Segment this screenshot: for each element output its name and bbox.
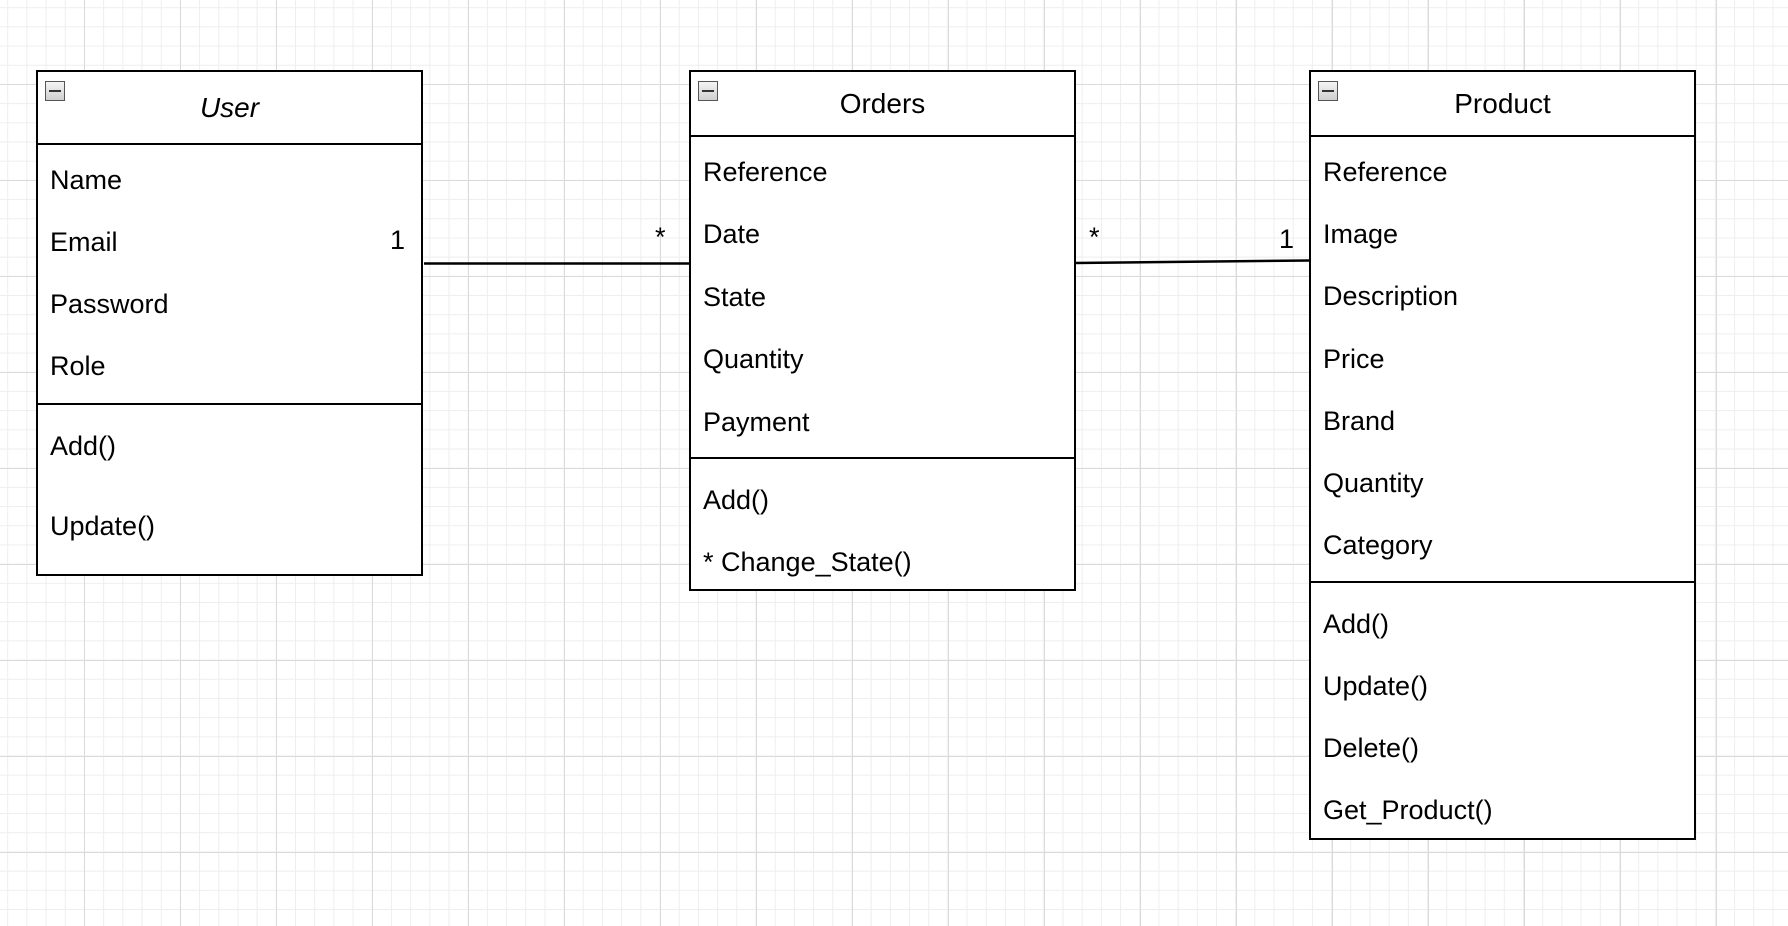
- operations-user: Add() Update(): [38, 405, 421, 557]
- attribute-role[interactable]: Role: [50, 350, 106, 381]
- association-orders-product[interactable]: [1074, 259, 1311, 265]
- attributes-user: Name Email Password Role: [38, 145, 421, 405]
- attribute-reference[interactable]: Reference: [1323, 156, 1448, 187]
- attribute-quantity[interactable]: Quantity: [703, 344, 804, 375]
- operation-add[interactable]: Add(): [1323, 608, 1390, 639]
- operation-change-state[interactable]: * Change_State(): [703, 546, 912, 577]
- class-user[interactable]: User Name Email Password Role Add() Upda…: [36, 70, 423, 576]
- attribute-category[interactable]: Category: [1323, 530, 1433, 561]
- class-header-product[interactable]: Product: [1311, 72, 1694, 137]
- attribute-name[interactable]: Name: [50, 164, 123, 195]
- multiplicity-product-end: 1: [1279, 224, 1295, 254]
- class-header-user[interactable]: User: [38, 72, 421, 145]
- multiplicity-orders-end-left: *: [655, 222, 666, 252]
- class-title-user: User: [199, 91, 260, 123]
- attribute-reference[interactable]: Reference: [703, 156, 828, 187]
- class-product[interactable]: Product Reference Image Description Pric…: [1309, 70, 1696, 840]
- class-orders[interactable]: Orders Reference Date State Quantity Pay…: [689, 70, 1076, 591]
- attribute-password[interactable]: Password: [50, 288, 169, 319]
- operation-delete[interactable]: Delete(): [1323, 732, 1420, 763]
- attribute-description[interactable]: Description: [1323, 281, 1459, 312]
- operations-orders: Add() * Change_State(): [691, 459, 1074, 593]
- operation-get-product[interactable]: Get_Product(): [1323, 794, 1493, 825]
- class-header-orders[interactable]: Orders: [691, 72, 1074, 137]
- operation-add[interactable]: Add(): [50, 430, 117, 461]
- attribute-price[interactable]: Price: [1323, 343, 1385, 374]
- multiplicity-orders-end-right: *: [1089, 222, 1100, 252]
- class-title-orders: Orders: [839, 87, 926, 119]
- attribute-state[interactable]: State: [703, 281, 767, 312]
- operation-add[interactable]: Add(): [703, 484, 770, 515]
- attribute-payment[interactable]: Payment: [703, 406, 810, 437]
- attribute-email[interactable]: Email: [50, 226, 118, 257]
- attributes-orders: Reference Date State Quantity Payment: [691, 137, 1074, 459]
- attribute-quantity[interactable]: Quantity: [1323, 468, 1424, 499]
- collapse-minus-icon[interactable]: [45, 81, 65, 101]
- multiplicity-user-end: 1: [390, 225, 406, 255]
- attributes-product: Reference Image Description Price Brand …: [1311, 137, 1694, 583]
- attribute-image[interactable]: Image: [1323, 218, 1399, 249]
- class-title-product: Product: [1454, 87, 1551, 119]
- attribute-brand[interactable]: Brand: [1323, 405, 1396, 436]
- collapse-minus-icon[interactable]: [1318, 81, 1338, 101]
- collapse-minus-icon[interactable]: [698, 81, 718, 101]
- operation-update[interactable]: Update(): [50, 510, 156, 541]
- attribute-date[interactable]: Date: [703, 219, 761, 250]
- operation-update[interactable]: Update(): [1323, 670, 1429, 701]
- operations-product: Add() Update() Delete() Get_Product(): [1311, 583, 1694, 841]
